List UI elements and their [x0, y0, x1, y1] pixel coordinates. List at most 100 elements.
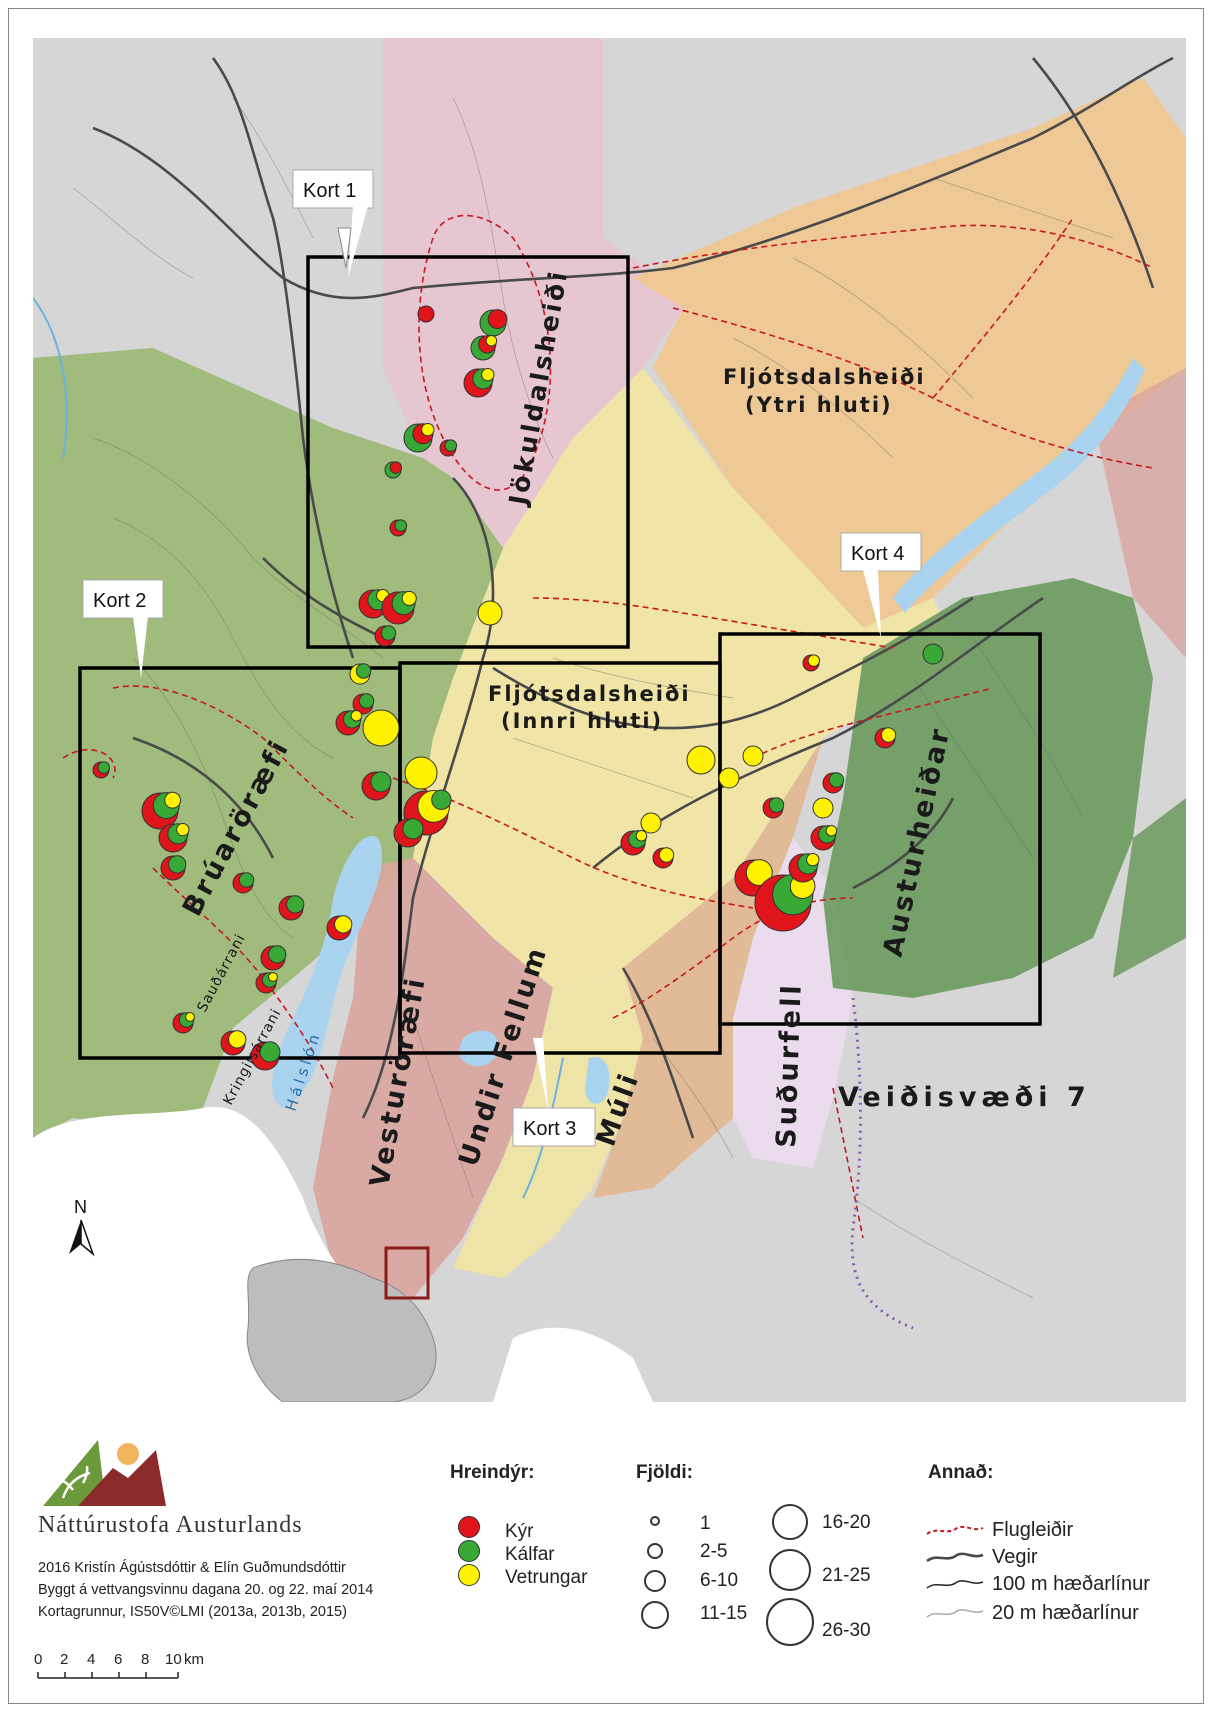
legend-vegir-label: Vegir: [992, 1546, 1038, 1568]
reindeer-observation: [401, 590, 417, 606]
legend-size-1-label: 1: [700, 1513, 711, 1534]
legend-size-16-20: [772, 1504, 808, 1540]
reindeer-observation: [268, 972, 278, 982]
reindeer-observation: [389, 461, 403, 474]
reindeer-observation: [370, 771, 392, 793]
kort-frames: [78, 255, 1042, 1060]
reindeer-observations: [92, 305, 944, 1071]
reindeer-observation: [268, 945, 287, 964]
reindeer-observation: [402, 818, 424, 840]
legend-20m-label: 20 m hæðarlínur: [992, 1602, 1139, 1624]
region-fljotsdalsheidi-ytri: [633, 78, 1186, 628]
region-bruarorafi: [33, 348, 503, 1138]
legend-size-21-25: [769, 1549, 811, 1591]
reindeer-observation: [806, 852, 820, 867]
legend-vetrungar-swatch: [458, 1564, 480, 1586]
label-veidisvaedi: Veiðisvæði 7: [838, 1082, 1091, 1113]
logo-icon: [43, 1440, 166, 1506]
reindeer-observation: [880, 727, 897, 743]
legend-size-26-30-label: 26-30: [822, 1620, 871, 1641]
legend-size-6-10-label: 6-10: [700, 1570, 739, 1591]
credit-line-2: Byggt á vettvangsvinnu dagana 20. og 22.…: [38, 1582, 374, 1598]
kort-2-label: Kort 2: [93, 590, 146, 612]
reindeer-observation: [358, 693, 375, 709]
reindeer-observation: [421, 422, 435, 437]
reindeer-observation: [487, 309, 508, 329]
reindeer-observation: [185, 1012, 195, 1022]
reindeer-observation: [828, 772, 845, 788]
scale-bar: 0 2 4 6 8 10 km: [34, 1651, 204, 1679]
reindeer-observation: [825, 825, 838, 837]
kort-1-label: Kort 1: [303, 180, 356, 202]
boundary-dotted: [850, 997, 914, 1330]
legend-annad-title: Annað:: [928, 1462, 994, 1483]
reindeer-observation: [922, 643, 944, 665]
scale-tick-6: 6: [114, 1651, 122, 1668]
map-frame: [8, 8, 1204, 1704]
legend-100m-symbol: [926, 1580, 984, 1589]
region-muli: [593, 738, 823, 1198]
region-fljotsdalsheidi-innri: [413, 368, 963, 988]
label-fljotsdalsheidi-innri-1: Fljótsdalsheiði: [488, 682, 691, 706]
label-fljotsdalsheidi-innri-2: (Innri hluti): [501, 709, 663, 733]
legend-size-16-20-label: 16-20: [822, 1512, 871, 1533]
inset-locator: [384, 1246, 430, 1300]
lake-small-1: [458, 1030, 499, 1067]
legend-size-2-5-label: 2-5: [700, 1541, 728, 1562]
north-label: N: [74, 1197, 87, 1217]
credit-line-3: Kortagrunnur, IS50V©LMI (2013a, 2013b, 2…: [38, 1604, 347, 1620]
lake-halslon: [272, 836, 383, 1108]
reindeer-observation: [404, 756, 438, 790]
legend-size-6-10: [644, 1570, 666, 1592]
region-jokuldalsheidi: [383, 38, 683, 548]
reindeer-observation: [745, 859, 773, 887]
reindeer-observation: [635, 830, 648, 842]
flight-paths: [62, 214, 1154, 1239]
scale-unit: km: [184, 1651, 204, 1668]
reindeer-observation: [485, 335, 498, 347]
label-sudurfell: Suðurfell: [771, 982, 808, 1148]
legend-fjoldi-title: Fjöldi:: [636, 1462, 693, 1483]
reindeer-observation: [718, 767, 740, 789]
legend-flugleidir-symbol: [926, 1525, 984, 1535]
reindeer-observation: [286, 895, 305, 914]
reindeer-observation: [394, 519, 408, 532]
scale-tick-2: 2: [60, 1651, 68, 1668]
glacier-south: [493, 1327, 653, 1402]
kort-callouts: [82, 169, 922, 1147]
reindeer-observation: [362, 709, 400, 747]
reindeer-observation: [658, 847, 675, 863]
reindeer-observation: [742, 745, 764, 767]
reindeer-observation: [355, 663, 372, 679]
reindeer-observation: [334, 915, 353, 934]
lake-small-2: [585, 1057, 610, 1104]
legend-100m-label: 100 m hæðarlínur: [992, 1573, 1150, 1595]
map[interactable]: Kort 1 Kort 2 Kort 3 Kort 4 Jökuldalshei…: [33, 38, 1186, 1402]
reindeer-observation: [380, 625, 397, 641]
label-fljotsdalsheidi-ytri-2: (Ytri hluti): [745, 393, 893, 417]
legend-kyr-swatch: [458, 1516, 480, 1538]
label-fljotsdalsheidi-ytri-1: Fljótsdalsheiði: [723, 365, 926, 389]
reindeer-observation: [228, 1030, 247, 1049]
legend-vegir-symbol: [926, 1552, 984, 1563]
reindeer-observation: [176, 822, 190, 837]
reindeer-observation: [168, 855, 187, 874]
scale-tick-8: 8: [141, 1651, 149, 1668]
credit-line-1: 2016 Kristín Ágústsdóttir & Elín Guðmund…: [38, 1560, 346, 1576]
reindeer-observation: [417, 305, 435, 323]
reindeer-observation: [350, 710, 363, 722]
legend-flugleidir-label: Flugleiðir: [992, 1519, 1074, 1541]
legend-size-26-30: [766, 1598, 814, 1646]
reindeer-observation: [812, 797, 834, 819]
reindeer-observation: [807, 654, 821, 667]
reindeer-observation: [481, 367, 495, 382]
iceland-inset: [246, 1246, 437, 1402]
scale-tick-10: 10: [165, 1651, 182, 1668]
logo-name: Náttúrustofa Austurlands: [38, 1512, 303, 1538]
region-austurheidar: [823, 578, 1153, 998]
reindeer-observation: [97, 761, 111, 774]
legend-size-11-15-label: 11-15: [700, 1603, 748, 1624]
scale-tick-4: 4: [87, 1651, 95, 1668]
kort-3-label: Kort 3: [523, 1118, 576, 1140]
legend-kalfar-swatch: [458, 1540, 480, 1562]
